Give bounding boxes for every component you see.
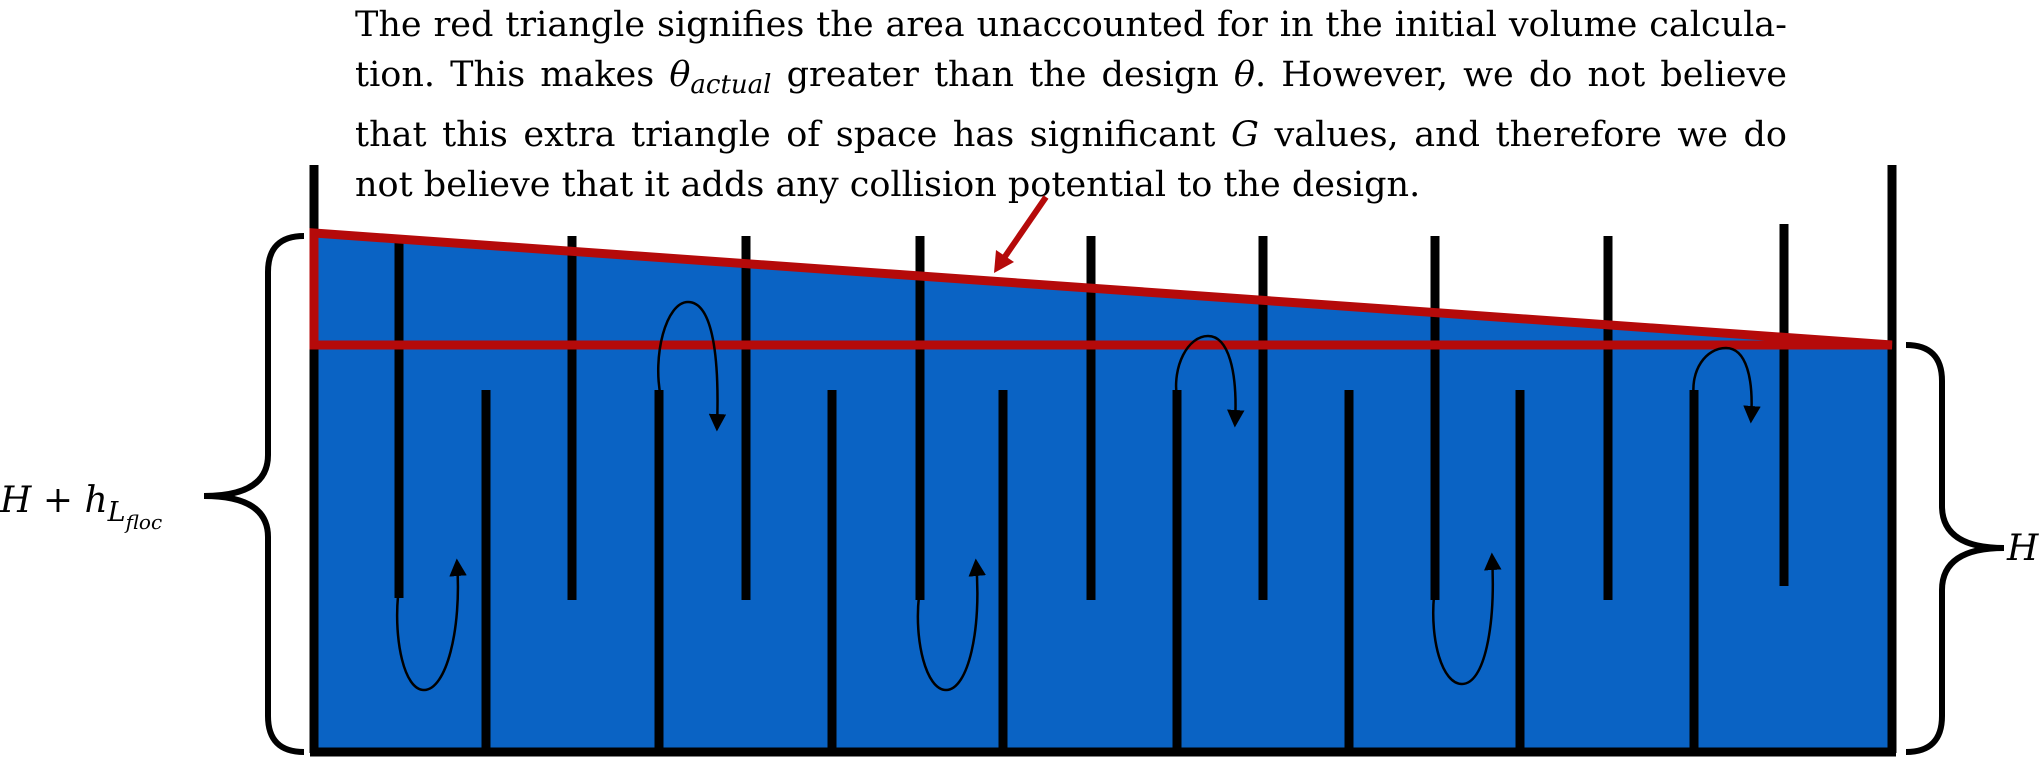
caption-line-3-end: values, and therefore we do bbox=[1258, 115, 1788, 155]
caption-line-2: tion. This makes θactual greater than th… bbox=[355, 50, 1787, 110]
curved-arrow-icon bbox=[916, 558, 986, 692]
water-body bbox=[314, 233, 1892, 752]
caption-text: The red triangle signifies the area unac… bbox=[355, 0, 1787, 210]
left-brace bbox=[203, 233, 305, 755]
pointer-arrow-icon bbox=[994, 195, 1049, 273]
caption-line-4: not believe that it adds any collision p… bbox=[355, 165, 1421, 205]
curved-arrow-icon bbox=[1432, 552, 1502, 686]
left-height-label: H + hLfloc bbox=[0, 480, 162, 534]
caption-line-2-middle: greater than the design bbox=[771, 55, 1234, 95]
g-symbol: G bbox=[1231, 115, 1259, 155]
curved-arrow-icon bbox=[1692, 346, 1761, 424]
curved-arrow-icon bbox=[395, 558, 467, 692]
caption-line-2-start: tion. This makes bbox=[355, 55, 670, 95]
caption-line-3: that this extra triangle of space has si… bbox=[355, 110, 1787, 160]
flow-arrows bbox=[395, 300, 1761, 692]
lower-baffles bbox=[481, 390, 1699, 752]
caption-line-1: The red triangle signifies the area unac… bbox=[355, 5, 1787, 45]
caption-line-3-start: that this extra triangle of space has si… bbox=[355, 115, 1232, 155]
theta-subscript: actual bbox=[690, 70, 772, 100]
curved-arrow-icon bbox=[1174, 334, 1245, 428]
right-brace bbox=[1905, 342, 2005, 755]
caption-line-2-end: . However, we do not believe bbox=[1254, 55, 1787, 95]
theta-symbol-design: θ bbox=[1233, 55, 1255, 95]
unaccounted-triangle bbox=[309, 228, 1893, 350]
right-height-label: H bbox=[2006, 528, 2039, 569]
curved-arrow-icon bbox=[657, 300, 727, 432]
upper-baffles bbox=[394, 224, 1789, 600]
theta-symbol: θ bbox=[669, 55, 691, 95]
